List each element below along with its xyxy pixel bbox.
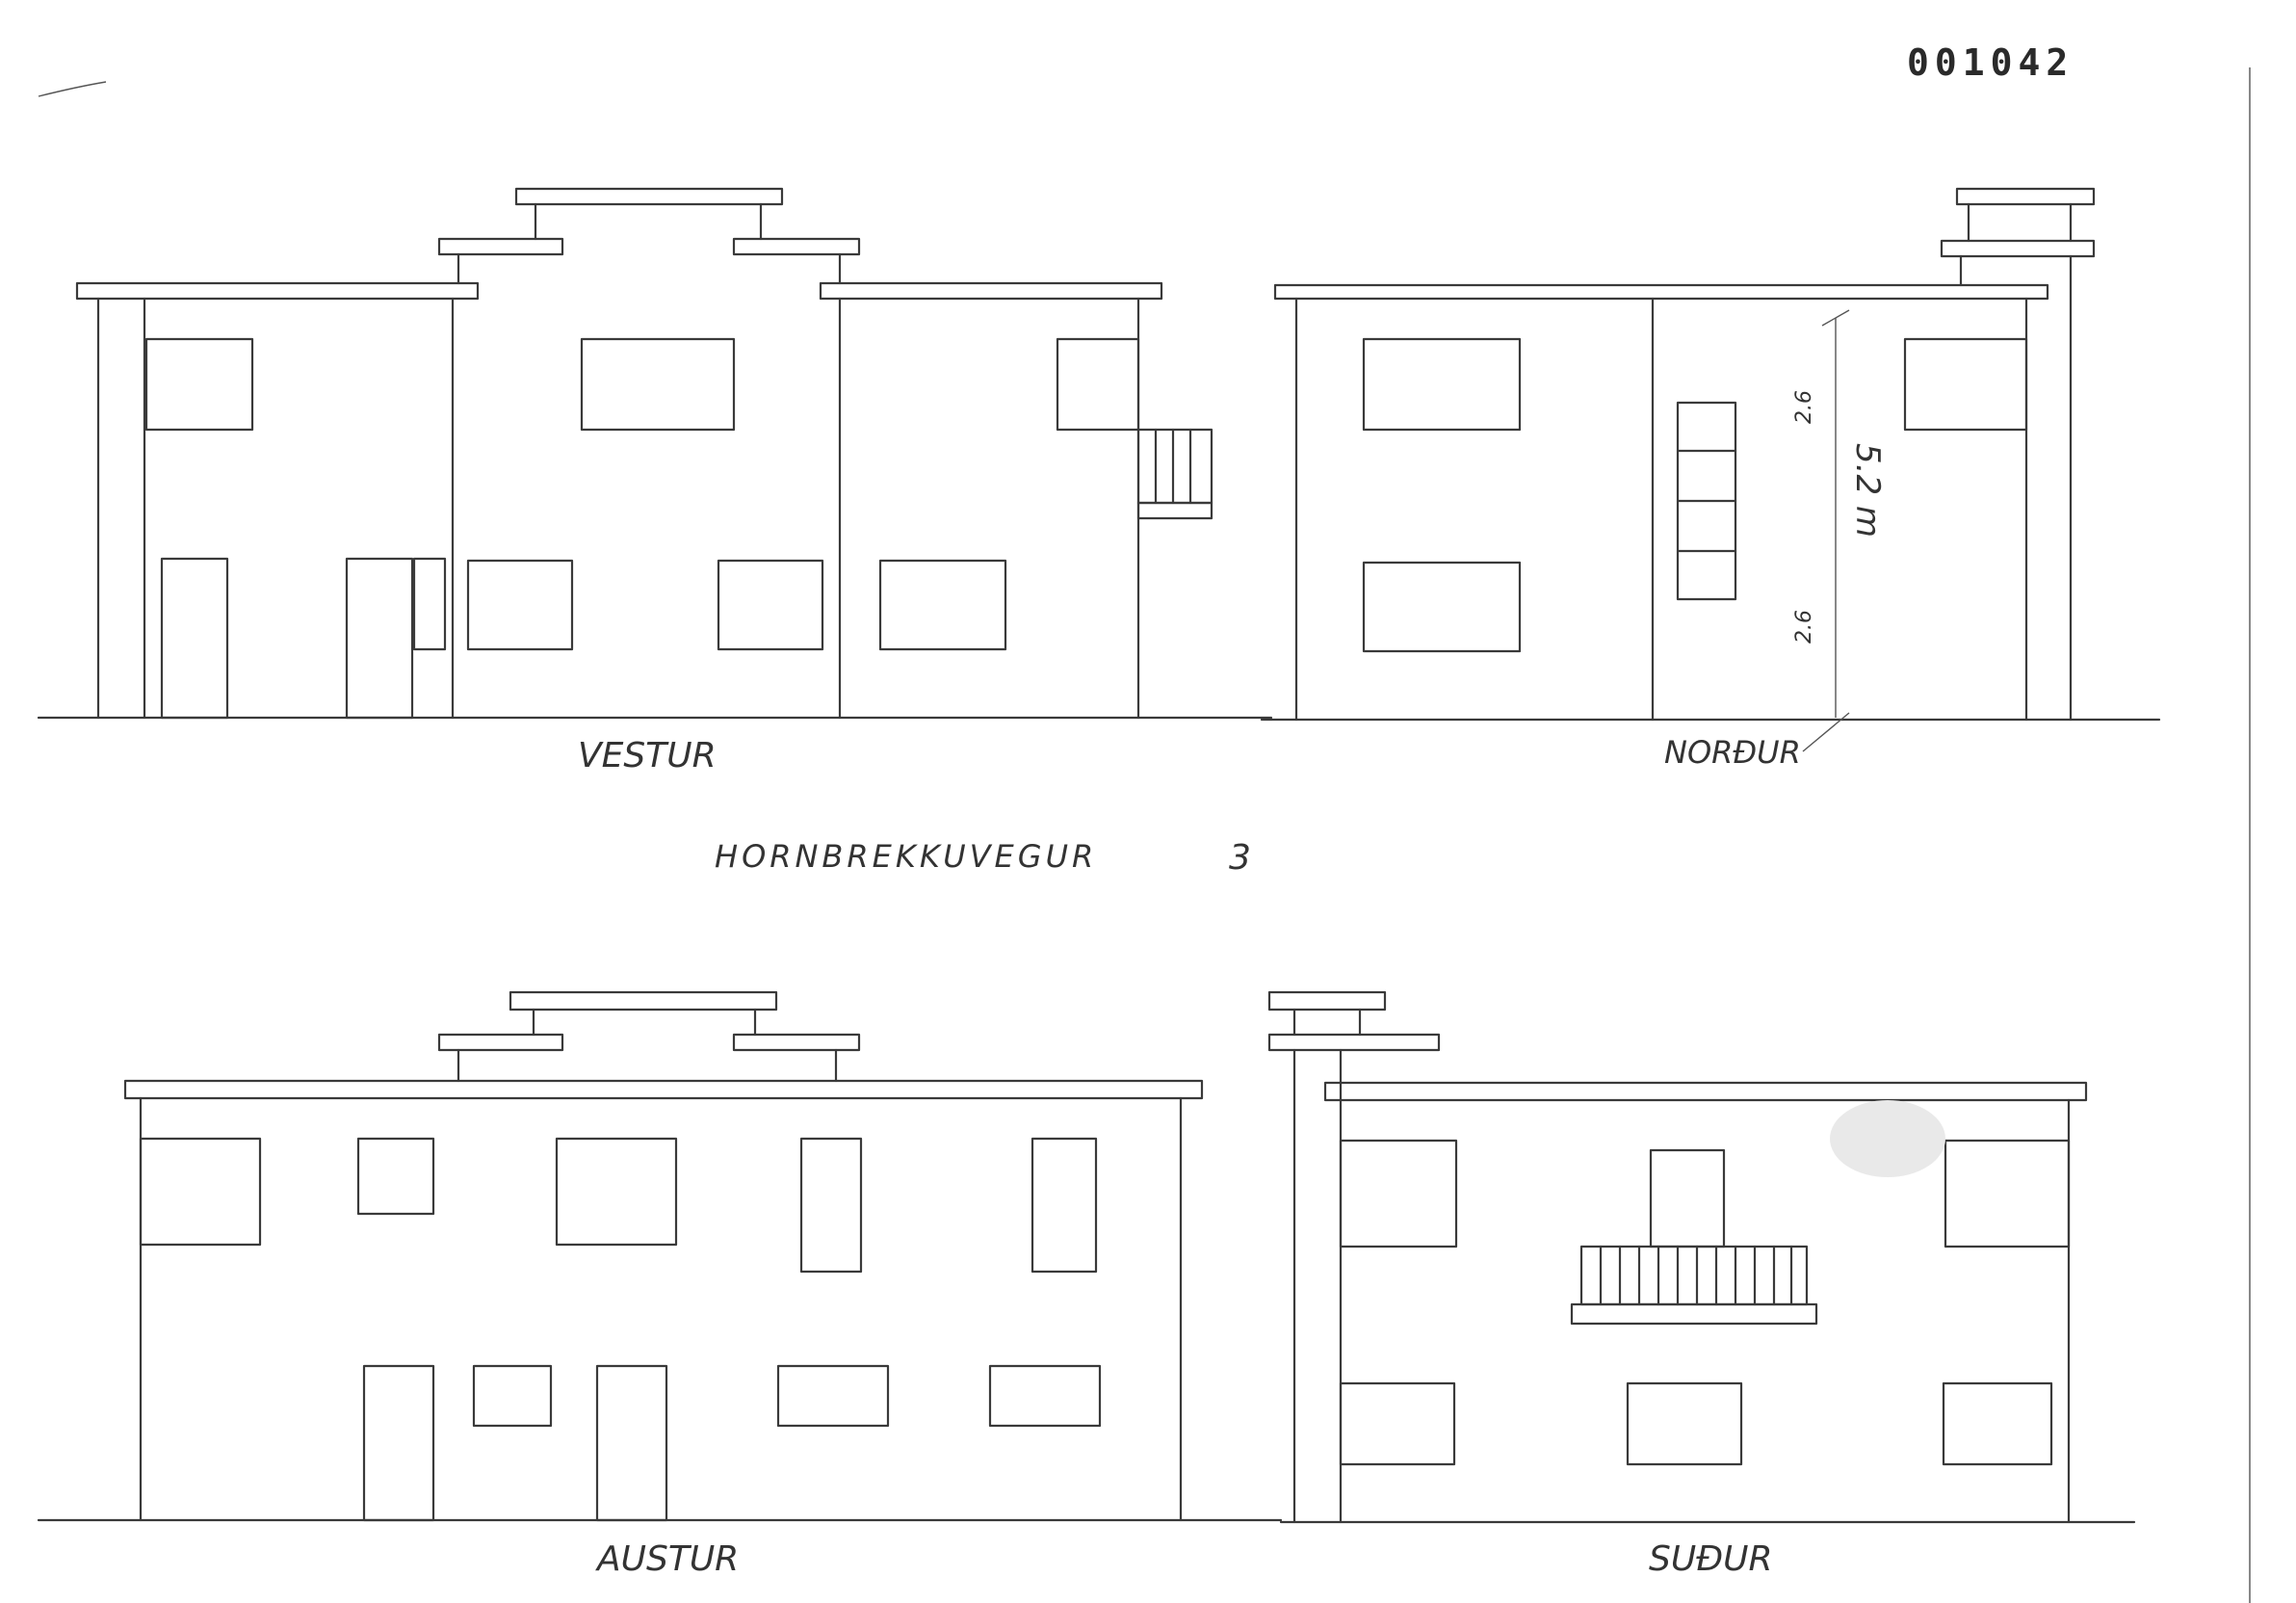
south-elevation: SUÐUR <box>1267 990 2136 1579</box>
east-elevation-label: AUSTUR <box>595 1539 739 1579</box>
west-window <box>144 337 254 432</box>
house-number: 3 <box>1229 838 1251 878</box>
west-door <box>345 557 414 720</box>
west-window <box>1056 337 1140 432</box>
south-balcony-door <box>1649 1148 1726 1248</box>
west-window <box>717 559 824 651</box>
west-window <box>878 559 1007 651</box>
north-window <box>1362 337 1522 432</box>
west-roof-right <box>819 281 1163 301</box>
north-elevation-label: NORÐUR <box>1664 734 1801 771</box>
east-window <box>356 1137 435 1216</box>
pencil-mark <box>38 81 107 97</box>
sheet-number: 001042 <box>1907 41 2074 84</box>
smudge <box>1830 1100 1945 1177</box>
east-window <box>555 1137 678 1247</box>
south-chimney-cap <box>1267 990 1387 1012</box>
east-elevation: AUSTUR <box>37 990 1283 1579</box>
south-roof <box>1323 1081 2088 1102</box>
west-door <box>160 557 229 720</box>
drawing-title: HORNBREKKUVEGUR 3 <box>715 838 1251 878</box>
east-window <box>776 1364 890 1428</box>
street-name: HORNBREKKUVEGUR <box>715 838 1097 875</box>
south-window <box>1339 1381 1456 1466</box>
east-door <box>595 1364 668 1522</box>
south-window <box>1942 1381 2053 1466</box>
north-window <box>1362 561 1522 653</box>
south-window <box>1339 1139 1458 1248</box>
north-window <box>1903 337 2028 432</box>
west-window <box>580 337 736 432</box>
north-chimney-cap <box>1955 187 2096 206</box>
south-window <box>1944 1139 2071 1248</box>
north-roof <box>1273 283 2049 301</box>
west-elevation-label: VESTUR <box>578 736 717 775</box>
west-window <box>466 559 574 651</box>
east-window <box>988 1364 1102 1428</box>
west-balcony <box>1136 428 1213 505</box>
east-door <box>362 1364 435 1522</box>
north-elevation: 2.6 2.6 5.2 m NORÐUR <box>1260 187 2161 771</box>
south-elevation-label: SUÐUR <box>1649 1539 1772 1579</box>
north-dim-total: 5.2 m <box>1848 443 1887 538</box>
west-roof-left <box>75 281 480 301</box>
west-roof-top <box>514 187 784 206</box>
north-dim-upper: 2.6 <box>1792 390 1816 424</box>
west-elevation: VESTUR <box>37 187 1273 775</box>
north-dim-lower: 2.6 <box>1792 610 1816 644</box>
east-roof-top <box>509 990 778 1012</box>
east-window <box>472 1364 553 1428</box>
east-window <box>1031 1137 1098 1274</box>
south-window <box>1626 1381 1743 1466</box>
east-roof <box>123 1079 1204 1100</box>
east-window <box>799 1137 863 1274</box>
east-window <box>139 1137 262 1247</box>
